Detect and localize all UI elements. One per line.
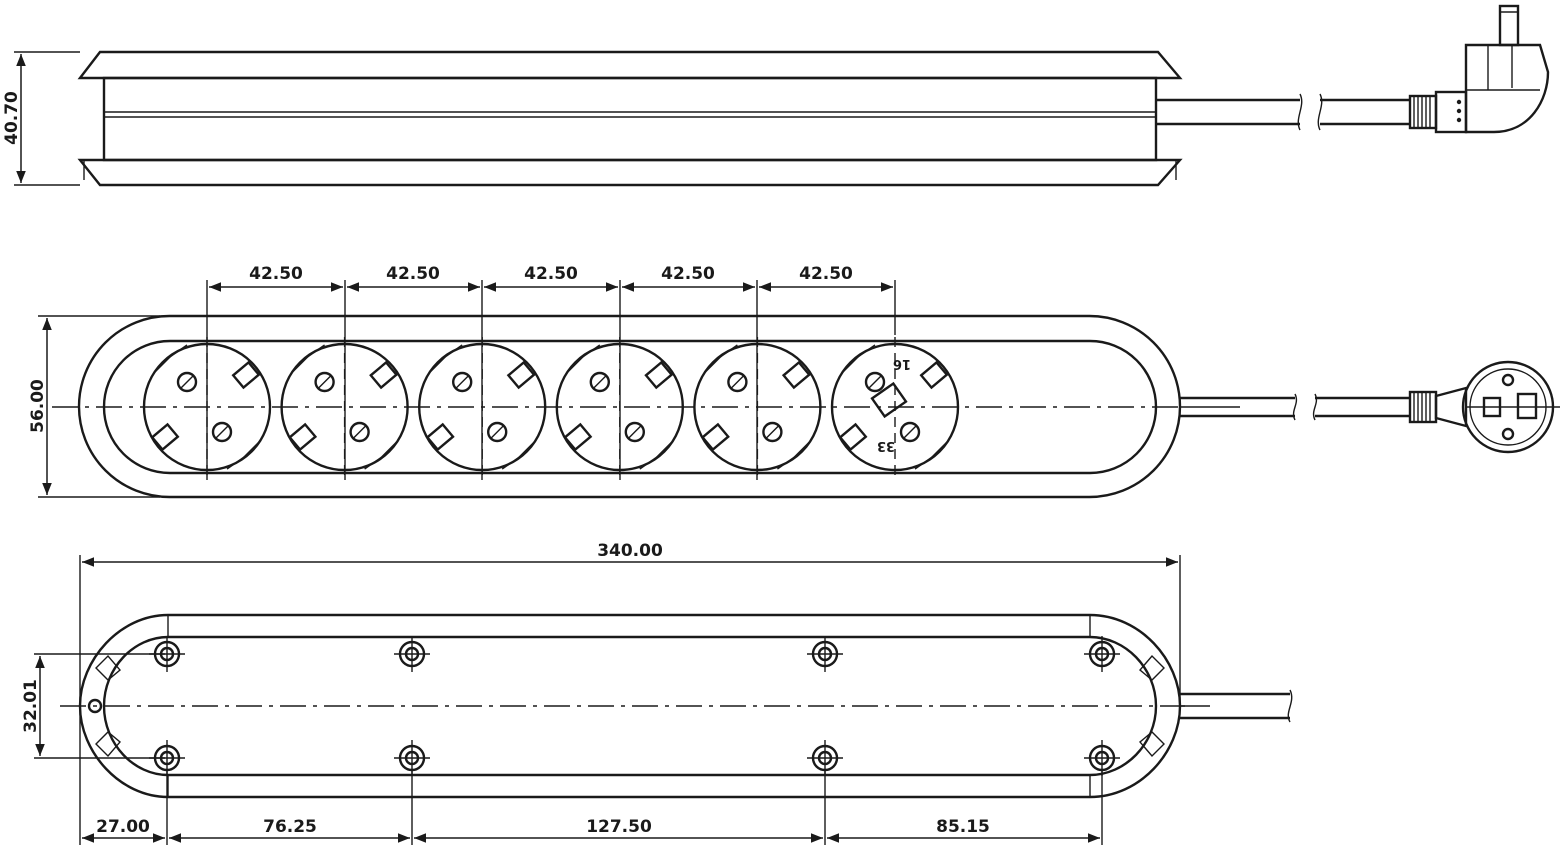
ground-clip <box>288 422 318 452</box>
contact-hole <box>624 421 645 443</box>
screw-spacing-label: 32.01 <box>21 679 41 733</box>
socket-6 <box>830 337 960 477</box>
height-dimension-label: 40.70 <box>2 91 22 145</box>
ground-clip <box>369 360 399 390</box>
guide-line <box>379 441 398 460</box>
certification-mark <box>870 381 908 419</box>
guide-line <box>292 354 311 373</box>
ground-clip <box>919 360 949 390</box>
spacing-label-3: 42.50 <box>524 264 578 284</box>
contact-slot <box>764 424 780 440</box>
socket-2 <box>280 337 409 477</box>
contact-slot <box>592 374 608 390</box>
contact-slot <box>214 424 230 440</box>
side-view: 40.70 <box>2 4 1550 187</box>
contact-hole <box>864 371 886 393</box>
contact-slot <box>627 424 643 440</box>
contact-hole <box>762 421 783 443</box>
segment-dimensions: 27.00 76.25 127.50 85.15 <box>79 706 1103 845</box>
socket-5 <box>693 337 822 477</box>
screw-1-1 <box>149 636 185 672</box>
socket-4 <box>555 337 684 477</box>
contact-slot <box>867 374 883 390</box>
socket-3 <box>418 337 547 477</box>
contact-slot <box>454 374 470 390</box>
ground-clip <box>231 360 261 390</box>
contact-hole <box>487 421 508 443</box>
ground-clip <box>781 360 811 390</box>
contact-hole <box>727 371 748 393</box>
contact-hole <box>211 421 233 443</box>
contact-slot <box>902 424 918 440</box>
screw-4-1 <box>1084 636 1120 672</box>
socket-group <box>142 337 960 477</box>
guide-line <box>791 441 810 460</box>
spacing-label-2: 42.50 <box>386 264 440 284</box>
top-plug <box>1408 360 1560 454</box>
width-dimension-label: 56.00 <box>28 379 48 433</box>
spacing-label-5: 42.50 <box>799 264 853 284</box>
guide-line <box>567 354 586 373</box>
guide-line <box>241 441 260 460</box>
contact-hole <box>452 371 473 393</box>
segment-label-2: 76.25 <box>263 817 317 837</box>
segment-label-1: 27.00 <box>96 817 150 837</box>
contact-slot <box>489 424 505 440</box>
overall-length-label: 340.00 <box>597 541 663 561</box>
socket-1 <box>142 337 272 477</box>
guide-line <box>654 441 673 460</box>
contact-slot <box>317 374 333 390</box>
ground-clip <box>644 360 674 390</box>
contact-hole <box>314 371 335 393</box>
screw-3-1 <box>807 636 843 672</box>
guide-line <box>704 354 723 373</box>
spacing-label-4: 42.50 <box>661 264 715 284</box>
socket-marking-16: 16 <box>893 356 911 371</box>
top-view: 56.00 42.50 42.50 42.50 42.50 42.50 <box>28 264 1560 499</box>
ground-clip <box>425 422 455 452</box>
contact-hole <box>349 421 370 443</box>
ground-clip <box>563 422 593 452</box>
bottom-view: 340.00 32.01 <box>21 541 1293 845</box>
segment-label-3: 127.50 <box>586 817 652 837</box>
socket-marking-33: 33 <box>877 438 895 453</box>
contact-hole <box>176 371 198 393</box>
segment-label-4: 85.15 <box>936 817 990 837</box>
guide-line <box>516 441 535 460</box>
ground-clip <box>838 422 868 452</box>
contact-hole <box>899 421 921 443</box>
guide-line <box>842 354 861 373</box>
guide-line <box>154 354 173 373</box>
socket-spacing-dimensions: 42.50 42.50 42.50 42.50 42.50 <box>206 264 896 480</box>
contact-slot <box>352 424 368 440</box>
ground-clip <box>506 360 536 390</box>
ground-clip <box>700 422 730 452</box>
contact-slot <box>179 374 195 390</box>
side-plug <box>1408 4 1550 134</box>
contact-hole <box>589 371 610 393</box>
guide-line <box>429 354 448 373</box>
screw-2-1 <box>394 636 430 672</box>
contact-slot <box>729 374 745 390</box>
ground-clip <box>150 422 180 452</box>
spacing-label-1: 42.50 <box>249 264 303 284</box>
guide-line <box>929 441 948 460</box>
